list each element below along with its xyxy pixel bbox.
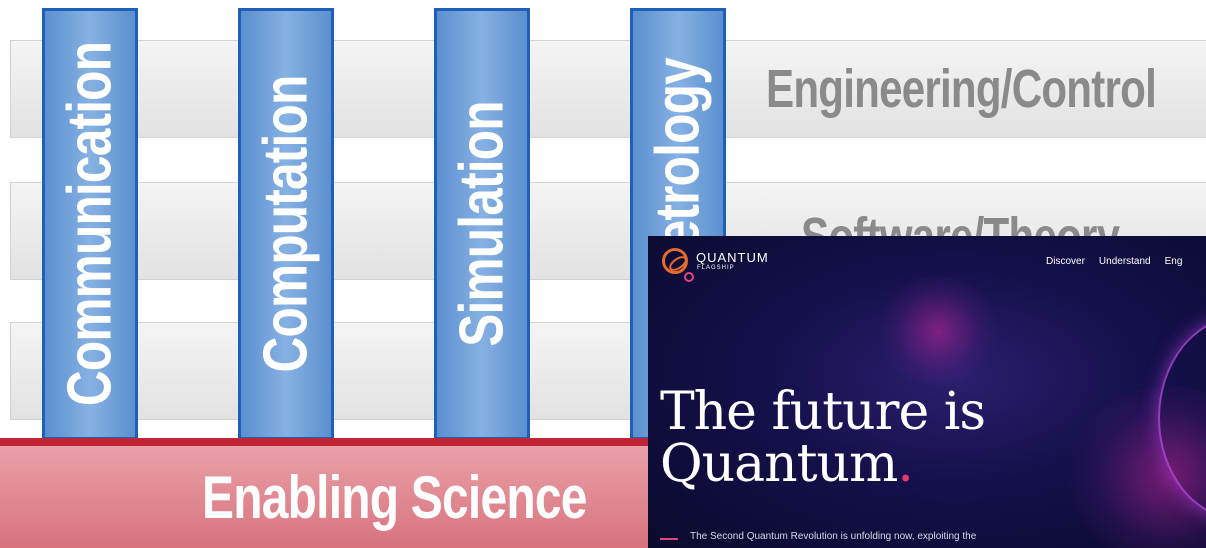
hero-headline-line1: The future is xyxy=(660,382,986,442)
base-enabling-science: Enabling Science xyxy=(0,438,760,548)
logo-dot-icon xyxy=(684,272,694,282)
pillar-label-simulation: Simulation xyxy=(447,101,517,347)
hero-headline: The future is Quantum. xyxy=(660,382,986,490)
hero-intro-text: The Second Quantum Revolution is unfoldi… xyxy=(690,531,977,542)
hero-headline-line2-wrap: Quantum. xyxy=(660,438,985,490)
band-label-engineering-control: Engineering/Control xyxy=(766,59,1157,119)
logo-word: QUANTUM xyxy=(696,250,769,265)
nav-item-eng[interactable]: Eng xyxy=(1164,256,1183,267)
quantum-flagship-logo-icon xyxy=(662,248,688,274)
hero-headline-line2: Quantum xyxy=(660,434,898,494)
main-nav: Discover Understand Eng xyxy=(1046,256,1182,267)
pillar-computation: Computation xyxy=(238,8,334,440)
logo-sub: FLAGSHIP xyxy=(697,265,735,271)
nav-item-understand[interactable]: Understand xyxy=(1098,256,1151,267)
intro-accent-line xyxy=(660,538,678,540)
pillar-label-communication: Communication xyxy=(55,41,125,407)
base-label: Enabling Science xyxy=(202,463,587,531)
hero-headline-dot: . xyxy=(897,434,914,494)
band-engineering-control: Engineering/Control xyxy=(10,40,1206,138)
pillar-communication: Communication xyxy=(42,8,138,440)
nav-item-discover[interactable]: Discover xyxy=(1046,256,1085,267)
pillar-label-computation: Computation xyxy=(251,75,321,373)
nebula-decoration xyxy=(878,276,998,386)
quantum-flagship-website: QUANTUM FLAGSHIP Discover Understand Eng… xyxy=(648,236,1206,548)
pillar-simulation: Simulation xyxy=(434,8,530,440)
